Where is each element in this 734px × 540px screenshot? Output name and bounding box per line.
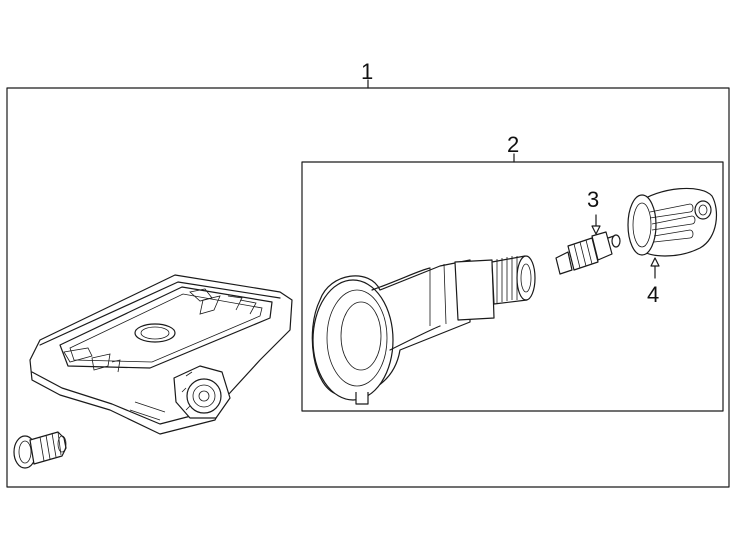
callout-3: 3 bbox=[587, 187, 599, 212]
valve-core bbox=[555, 214, 621, 275]
callout-4: 4 bbox=[647, 282, 659, 307]
mounting-screw bbox=[13, 431, 67, 469]
valve-cap bbox=[627, 187, 718, 279]
valve-kit-frame bbox=[301, 161, 724, 412]
callout-2: 2 bbox=[507, 132, 519, 157]
valve-stem bbox=[311, 255, 536, 405]
pressure-sensor bbox=[29, 274, 293, 435]
callout-1: 1 bbox=[361, 59, 373, 84]
